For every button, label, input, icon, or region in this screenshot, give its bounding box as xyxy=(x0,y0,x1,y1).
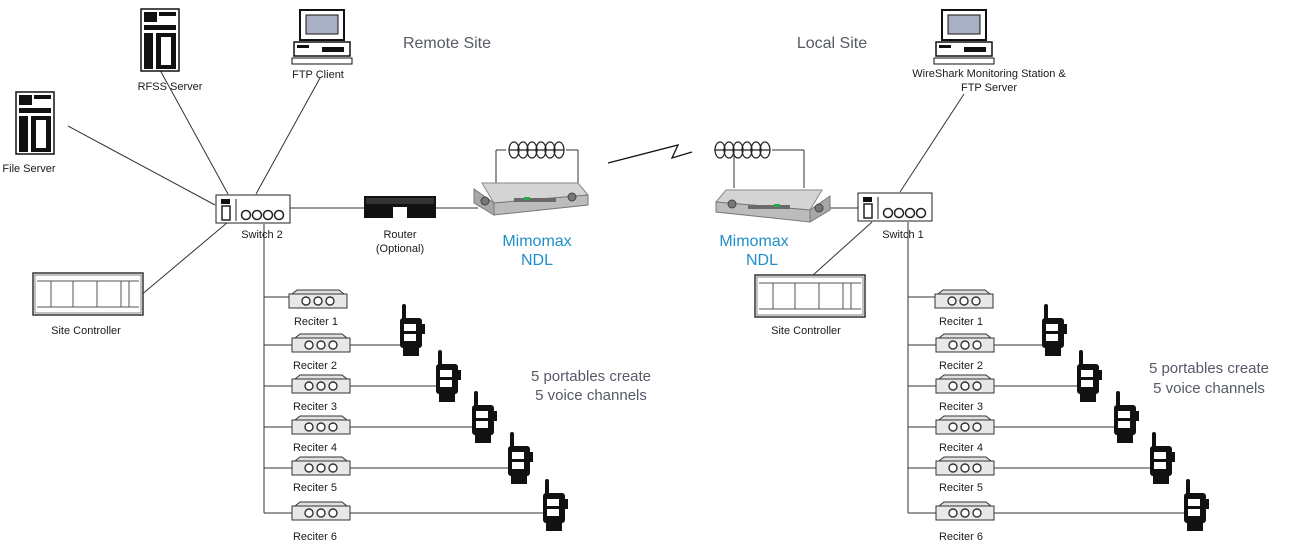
local-reciter-2-icon xyxy=(935,333,995,353)
remote-reciter-5-label: Reciter 5 xyxy=(293,482,337,494)
local-site-wires xyxy=(811,93,1186,514)
wireshark-station-label-line2: FTP Server xyxy=(961,82,1017,94)
wireshark-station: WireShark Monitoring Station & FTP Serve… xyxy=(912,9,1066,94)
local-reciter-3-icon xyxy=(935,374,995,394)
remote-reciter-6-label: Reciter 6 xyxy=(293,531,337,543)
portable-radio-icon xyxy=(1114,391,1139,443)
portable-radio-icon xyxy=(472,391,497,443)
ftp-client-icon xyxy=(291,9,353,65)
remote-site-controller: Site Controller xyxy=(32,272,144,337)
wireshark-station-icon xyxy=(933,9,995,65)
portable-radio-icon xyxy=(543,479,568,531)
local-reciter-6-icon xyxy=(935,501,995,521)
remote-reciters: Reciter 1 Reciter 2 Reciter 3 Reciter 4 … xyxy=(288,289,351,543)
remote-reciter-2-icon xyxy=(291,333,351,353)
remote-reciter-3-icon xyxy=(291,374,351,394)
remote-reciter-1-icon xyxy=(288,289,348,309)
portable-radio-icon xyxy=(508,432,533,484)
remote-reciter-4-icon xyxy=(291,415,351,435)
local-reciter-3-label: Reciter 3 xyxy=(939,401,983,413)
remote-reciter-6-icon xyxy=(291,501,351,521)
router: Router (Optional) xyxy=(364,196,436,255)
switch-2-icon xyxy=(215,194,291,224)
switch-2: Switch 2 xyxy=(215,194,291,241)
portable-radio-icon xyxy=(436,350,461,402)
file-server-label: File Server xyxy=(2,163,56,175)
remote-site-controller-icon xyxy=(32,272,144,316)
switch-1-icon xyxy=(857,192,933,222)
local-reciter-2-label: Reciter 2 xyxy=(939,360,983,372)
remote-ndl-radio-icon xyxy=(473,182,589,216)
local-note-line1: 5 portables create xyxy=(1149,360,1269,377)
switch-2-label: Switch 2 xyxy=(241,229,283,241)
remote-note-line2: 5 voice channels xyxy=(535,387,647,404)
local-ndl: Mimomax NDL xyxy=(714,141,831,269)
portable-radio-icon xyxy=(1077,350,1102,402)
portable-radio-icon xyxy=(1042,304,1067,356)
remote-reciter-1-label: Reciter 1 xyxy=(294,316,338,328)
local-reciter-4-icon xyxy=(935,415,995,435)
local-note-line2: 5 voice channels xyxy=(1153,380,1265,397)
remote-reciter-3-label: Reciter 3 xyxy=(293,401,337,413)
remote-site-wires xyxy=(67,69,546,514)
local-reciter-4-label: Reciter 4 xyxy=(939,442,983,454)
local-ndl-radio-icon xyxy=(715,189,831,223)
remote-reciter-5-icon xyxy=(291,456,351,476)
local-reciter-1-icon xyxy=(934,289,994,309)
switch-1-label: Switch 1 xyxy=(882,229,924,241)
local-site-title: Local Site xyxy=(797,35,867,52)
remote-ndl: Mimomax NDL xyxy=(473,141,589,269)
remote-note-line1: 5 portables create xyxy=(531,368,651,385)
local-reciter-1-label: Reciter 1 xyxy=(939,316,983,328)
local-ndl-name: Mimomax xyxy=(719,233,788,250)
router-note: (Optional) xyxy=(376,243,424,255)
switch-1: Switch 1 xyxy=(857,192,933,241)
remote-site-controller-label: Site Controller xyxy=(51,325,121,337)
file-server: File Server xyxy=(2,91,56,175)
remote-site-title: Remote Site xyxy=(403,35,491,52)
rfss-server-icon xyxy=(140,8,180,72)
local-site-controller: Site Controller xyxy=(754,274,866,337)
remote-portables xyxy=(400,304,568,531)
local-site-controller-icon xyxy=(754,274,866,318)
remote-ndl-antenna-icon xyxy=(508,141,565,159)
local-site-controller-label: Site Controller xyxy=(771,325,841,337)
remote-ndl-model: NDL xyxy=(521,252,553,269)
local-portables xyxy=(1042,304,1209,531)
local-reciter-5-label: Reciter 5 xyxy=(939,482,983,494)
local-reciter-5-icon xyxy=(935,456,995,476)
portable-radio-icon xyxy=(400,304,425,356)
local-ndl-model: NDL xyxy=(746,252,778,269)
remote-ndl-name: Mimomax xyxy=(502,233,571,250)
remote-reciter-2-label: Reciter 2 xyxy=(293,360,337,372)
router-label: Router xyxy=(383,229,416,241)
portable-radio-icon xyxy=(1184,479,1209,531)
local-ndl-antenna-icon xyxy=(714,141,771,159)
wireless-link-icon xyxy=(607,144,693,164)
remote-reciter-4-label: Reciter 4 xyxy=(293,442,337,454)
local-reciter-6-label: Reciter 6 xyxy=(939,531,983,543)
local-reciters: Reciter 1 Reciter 2 Reciter 3 Reciter 4 … xyxy=(934,289,995,543)
ftp-client-label: FTP Client xyxy=(292,69,344,81)
rfss-server-label: RFSS Server xyxy=(138,81,203,93)
router-icon xyxy=(364,196,436,218)
rfss-server: RFSS Server xyxy=(138,8,203,93)
ftp-client: FTP Client xyxy=(291,9,353,81)
file-server-icon xyxy=(15,91,55,155)
wireshark-station-label-line1: WireShark Monitoring Station & xyxy=(912,68,1066,80)
portable-radio-icon xyxy=(1150,432,1175,484)
